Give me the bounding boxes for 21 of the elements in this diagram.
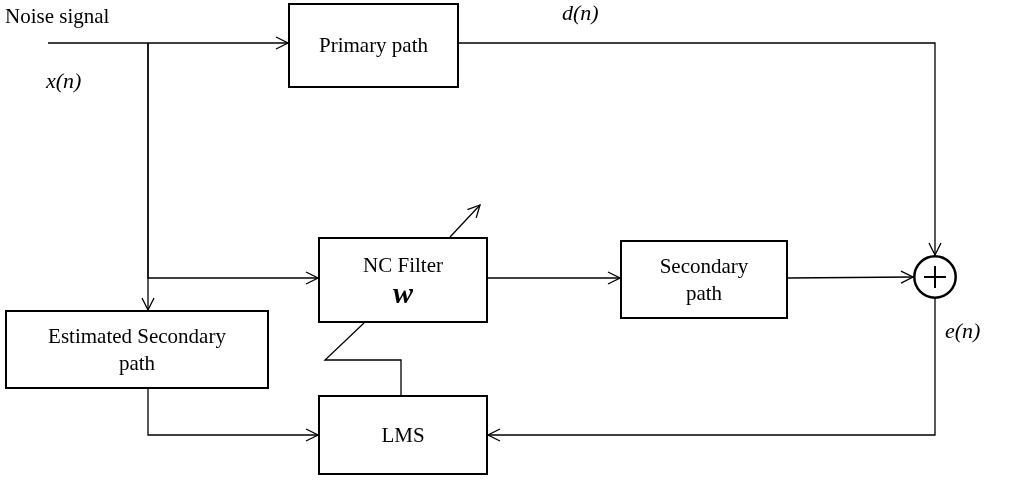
arrow <box>787 270 914 284</box>
adaptation-arrow <box>449 204 481 238</box>
process-box <box>318 395 488 475</box>
arrow <box>487 298 936 442</box>
arrow <box>147 388 319 442</box>
arrow <box>458 42 942 256</box>
arrow <box>487 271 621 285</box>
block-label: NC Filter <box>363 251 443 279</box>
process-box <box>620 240 788 319</box>
connector-line <box>323 322 402 396</box>
math-symbol: w <box>393 278 413 309</box>
arrow <box>47 36 289 50</box>
arrow <box>141 42 155 311</box>
block-label: Primary path <box>318 32 429 59</box>
process-box <box>288 3 459 88</box>
block-label: Estimated Secondary path <box>47 323 227 376</box>
block-label: LMS <box>381 421 425 449</box>
block-label: Noise signal <box>5 3 110 30</box>
process-box <box>5 310 269 389</box>
block-label: Secondary path <box>658 253 750 306</box>
filter-box <box>318 237 488 323</box>
